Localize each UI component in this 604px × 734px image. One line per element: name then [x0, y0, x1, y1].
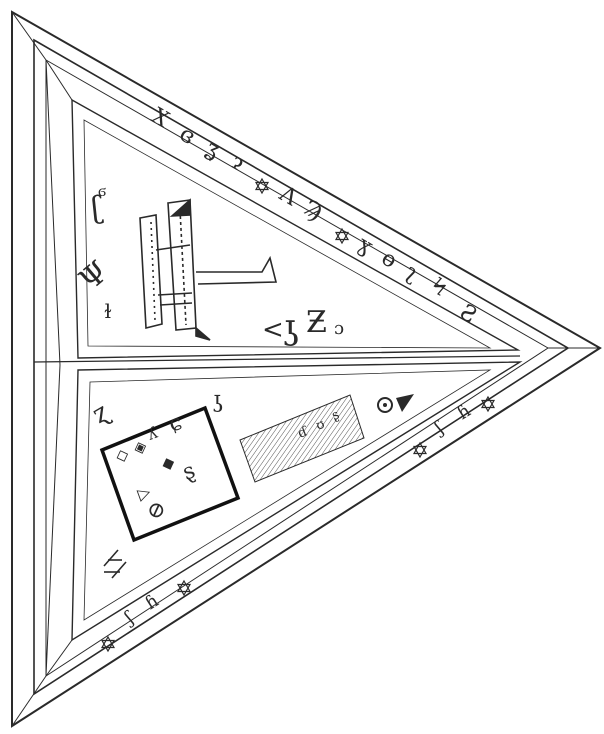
svg-text:ʖ: ʖ — [282, 315, 300, 355]
svg-text:Ψ: Ψ — [73, 254, 116, 298]
svg-text:<: < — [262, 315, 284, 345]
svg-text:Ƶ: Ƶ — [306, 305, 327, 340]
svg-text:⊘: ⊘ — [144, 496, 170, 526]
svg-text:ʓ: ʓ — [201, 136, 224, 164]
svg-text:◆: ◆ — [159, 451, 178, 473]
svg-text:◈: ◈ — [131, 435, 150, 457]
upper-border-glyphs: X ɞ ʓ ɂ Λ Ϡ ɣ ɵ ʅ Ϟ Ƨ — [147, 104, 481, 329]
svg-text:◇: ◇ — [113, 443, 132, 465]
svg-text:ȿ: ȿ — [180, 458, 199, 485]
svg-text:ɀ: ɀ — [87, 397, 114, 430]
svg-text:ɣ: ɣ — [353, 232, 377, 260]
svg-text:ɔ: ɔ — [334, 318, 344, 339]
svg-text:ɕ: ɕ — [166, 410, 186, 438]
svg-text:ɫ: ɫ — [104, 299, 112, 323]
inner-panels — [34, 60, 520, 676]
hatched-block: ɗ ʊ ʂ — [240, 395, 364, 482]
svg-text:Λ: Λ — [274, 181, 302, 212]
svg-text:Ϡ: Ϡ — [299, 196, 326, 226]
ladder-tower-figure — [140, 200, 276, 340]
svg-text:ɵ: ɵ — [377, 246, 401, 274]
svg-text:ʅ: ʅ — [401, 260, 423, 287]
ladder-icon — [104, 550, 126, 578]
lower-border-glyphs-right: ɦ ʃ — [414, 397, 494, 457]
svg-text:ʖ: ʖ — [212, 393, 224, 418]
square-seal-figure: ◇ ◈ ʎ ɕ ◆ ȿ ▷ ⊘ — [102, 408, 238, 540]
svg-text:Ϟ: Ϟ — [427, 274, 451, 302]
upper-left-glyphs: ʗ ϭ Ψ ɫ — [73, 181, 116, 323]
svg-text:Ƨ: Ƨ — [455, 300, 481, 329]
svg-text:ϭ: ϭ — [98, 181, 106, 200]
